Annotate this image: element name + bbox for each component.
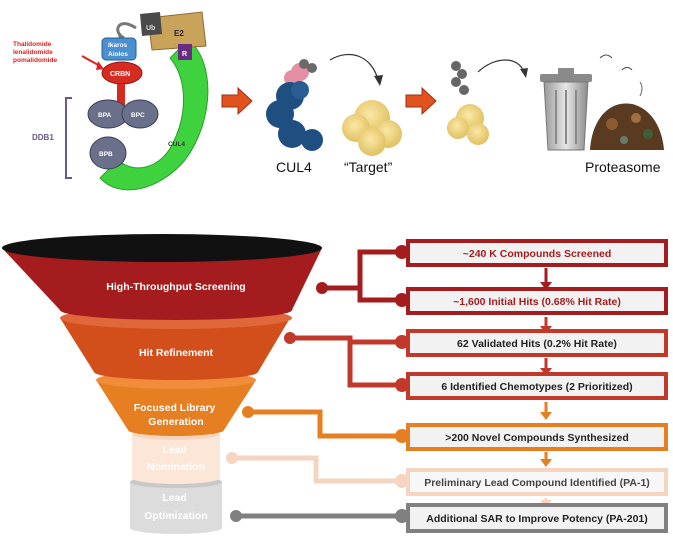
cul4-small-label: CUL4 [168,141,185,148]
box-7 [406,503,668,533]
connector-dots [226,245,409,523]
drug-label: Thalidomide lenalidomide pomalidomide [13,41,57,64]
box-1-text: ~240 K Compounds Screened [463,248,612,260]
funnel-stage-lead-nomination: Lead Nomination [132,428,220,484]
stage-2-label: Hit Refinement [139,347,214,359]
box-4-text: 6 Identified Chemotypes (2 Prioritized) [441,381,632,393]
ub-block [140,12,162,36]
crbn-linker [117,84,125,106]
box-1 [406,239,668,267]
stage-3-label: Focused Library Generation [134,402,219,428]
ikaros-label: Ikaros Aiolos [108,42,129,58]
crbn-label: CRBN [110,71,130,78]
target-protein [342,100,402,156]
process-arrow-1 [221,86,253,116]
cul4-label: CUL4 [276,159,312,175]
box-5 [406,423,668,451]
box-3-text: 62 Validated Hits (0.2% Hit Rate) [457,338,617,350]
ligase-complex-illustration: E2 Ub R Ikaros Aiolos CRBN Thalidomide l… [13,11,209,191]
bpb-propeller [89,136,127,170]
stage-4-label: Lead Nomination [147,444,205,473]
ub-label: Ub [146,25,155,32]
stage-5-label: Lead Optimization [144,492,208,522]
box-5-text: >200 Novel Compounds Synthesized [445,432,629,444]
bpb-label: BPB [99,151,113,158]
ubiquitinated-target [447,61,489,145]
e2-label: E2 [174,29,184,38]
funnel-stage-hts: High-Throughput Screening [2,234,322,320]
stage-1-label: High-Throughput Screening [106,281,245,293]
funnel-stage-focused-library: Focused Library Generation [96,371,256,436]
proteasome-trash-icon [540,54,664,151]
outcome-boxes: ~240 K Compounds Screened ~1,600 Initial… [406,239,668,533]
cul4-protein [266,59,323,151]
bpc-propeller [121,99,159,129]
r-label: R [182,51,187,58]
bpa-label: BPA [98,112,112,119]
target-label: “Target” [344,159,393,175]
box-4 [406,372,668,400]
box-arrows [540,268,552,507]
ikaros-block [101,37,137,61]
ddb1-label: DDB1 [32,133,54,142]
process-arrow-2 [405,86,437,116]
box-7-text: Additional SAR to Improve Potency (PA-20… [426,513,648,525]
degradation-arrow [477,59,525,73]
proteasome-label: Proteasome [585,159,661,175]
funnel-stage-lead-optimization: Lead Optimization [130,476,222,534]
box-6-text: Preliminary Lead Compound Identified (PA… [424,477,650,489]
connectors [232,249,402,519]
box-3 [406,329,668,357]
drug-arrow [81,55,101,67]
r-block [178,44,192,60]
e2-block [147,11,207,51]
binding-arrow [329,53,379,81]
bpc-label: BPC [131,112,145,119]
box-6 [406,468,668,496]
cul4-scaffold [99,39,209,191]
ddb1-bracket [65,97,72,179]
box-2 [406,287,668,315]
box-2-text: ~1,600 Initial Hits (0.68% Hit Rate) [453,296,621,308]
